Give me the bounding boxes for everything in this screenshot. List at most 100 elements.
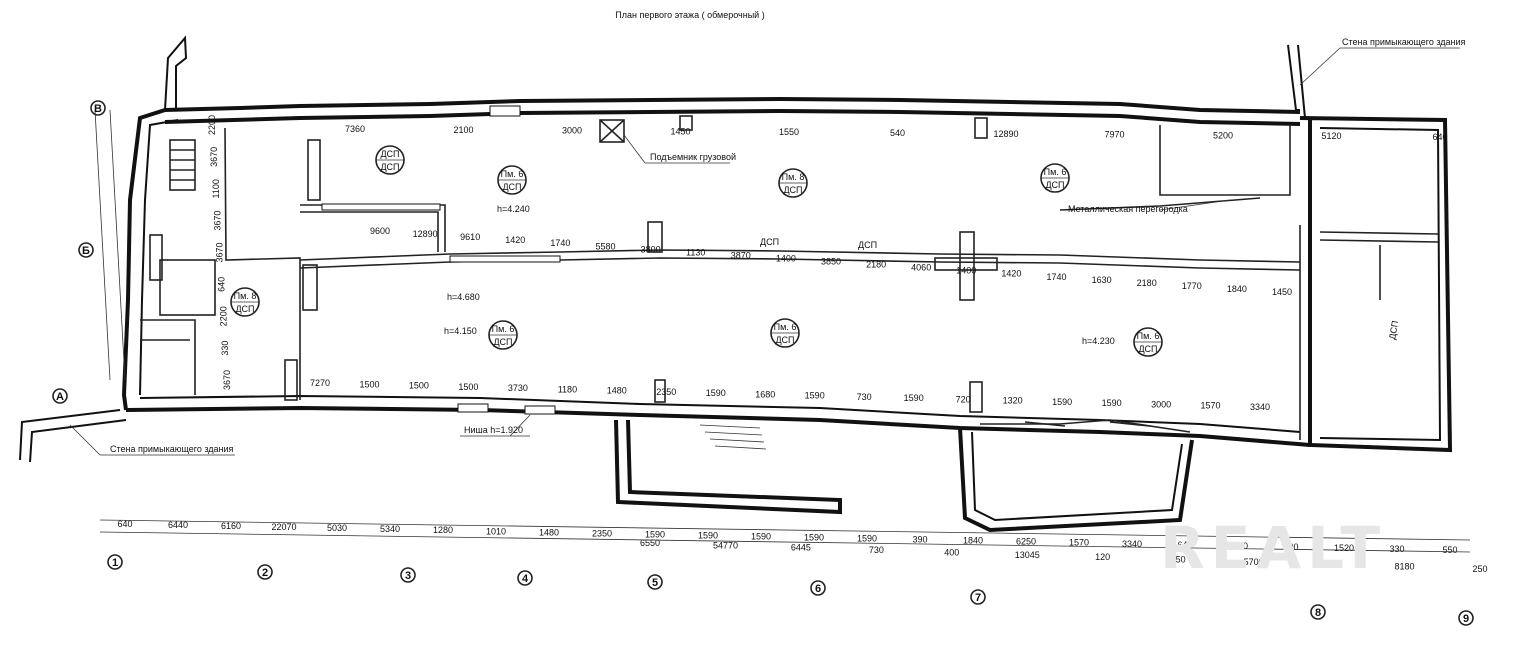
dimension-label: 3000	[562, 126, 582, 136]
svg-text:ДСП: ДСП	[380, 162, 399, 172]
axis-bubble	[970, 589, 986, 605]
room-marker: Пм. 8 ДСП	[778, 168, 808, 198]
dimension-label: 730	[869, 545, 884, 555]
svg-text:h=4.680: h=4.680	[447, 292, 480, 302]
dimension-label: 6550	[640, 538, 660, 548]
axis-bubble	[517, 570, 533, 586]
dimension-label: 1740	[550, 238, 570, 248]
svg-text:Пм. 8: Пм. 8	[782, 172, 805, 182]
dimension-label: 3670	[209, 147, 219, 167]
dimension-label: 5580	[595, 241, 615, 251]
axis-label: 5	[652, 577, 658, 589]
dimension-label: 8180	[1394, 562, 1414, 572]
dimension-label: 1100	[211, 179, 221, 198]
dimension-label: 2180	[1137, 278, 1157, 288]
svg-text:ДСП: ДСП	[858, 240, 877, 250]
dimension-label: 390	[912, 535, 927, 545]
svg-text:ДСП: ДСП	[775, 335, 794, 345]
dimension-label: 1480	[607, 386, 627, 396]
dimension-label: 1320	[1003, 396, 1023, 406]
dimension-label: 1520	[1334, 543, 1354, 553]
room-marker: Пм. 6 ДСП	[1040, 163, 1070, 193]
axis-label: 6	[815, 583, 821, 595]
svg-text:ДСП: ДСП	[760, 237, 779, 247]
axis-bubble	[52, 388, 68, 404]
svg-text:ДСП: ДСП	[235, 304, 254, 314]
dimension-label: 6160	[221, 521, 241, 531]
dimension-label: 5200	[1213, 130, 1233, 140]
dimension-label: 1630	[1092, 275, 1112, 285]
dimension-label: 540	[890, 128, 905, 138]
outer-walls	[19, 35, 1453, 533]
axis-label: 2	[262, 567, 268, 579]
dimension-label: 550	[1322, 559, 1337, 569]
dimension-label: 1590	[904, 393, 924, 403]
svg-text:ДСП: ДСП	[1045, 180, 1064, 190]
dimension-label: 1770	[1182, 281, 1202, 291]
axis-bubble	[400, 567, 416, 583]
adjacent-wall-right-label: Стена примыкающего здания	[1342, 37, 1466, 47]
axis-label: 7	[975, 592, 981, 604]
dimension-label: 2350	[656, 387, 676, 397]
room-marker: Пм. 6 ДСП	[1133, 327, 1163, 357]
dimension-label: 1590	[645, 529, 665, 539]
axis-label: 3	[405, 570, 411, 582]
dimension-label: 5120	[1321, 131, 1341, 141]
metal-partition-label: Металлическая перегородка	[1068, 204, 1188, 214]
dimension-label: 1590	[698, 530, 718, 540]
dimension-label: 12890	[993, 129, 1018, 139]
dimension-label: 1500	[359, 379, 379, 389]
dimension-label: 6250	[1016, 537, 1036, 547]
dimension-label: 1010	[486, 526, 506, 536]
dimension-label: 1400	[776, 253, 796, 263]
dimension-label: 1590	[706, 388, 726, 398]
watermark-logo: REALT	[1160, 514, 1386, 582]
svg-text:h=4.150: h=4.150	[444, 326, 477, 336]
svg-text:ДСП: ДСП	[380, 149, 399, 159]
dimension-label: 2100	[453, 125, 473, 135]
dimension-label: 730	[857, 392, 872, 402]
height-labels: h=4.240 h=4.680 h=4.150 h=4.230	[444, 204, 1115, 346]
dimension-label: 1590	[857, 534, 877, 544]
dimension-label: 3000	[1151, 400, 1171, 410]
axis-bubble	[90, 100, 106, 116]
svg-text:ДСП: ДСП	[493, 337, 512, 347]
dimension-label: 4060	[911, 263, 931, 273]
svg-text:ДСП: ДСП	[1387, 320, 1400, 341]
svg-text:ДСП: ДСП	[502, 182, 521, 192]
axis-label: В	[94, 103, 102, 115]
dimension-label: 1590	[1052, 397, 1072, 407]
dimension-label: 1740	[1046, 272, 1066, 282]
svg-text:ДСП: ДСП	[1138, 344, 1157, 354]
dimension-label: 700	[1283, 542, 1298, 552]
dimension-label: 3870	[731, 250, 751, 260]
dimension-label: 2180	[866, 260, 886, 270]
dimension-label: 1420	[505, 235, 525, 245]
dimension-label: 7970	[1104, 130, 1124, 140]
dimension-label: 7270	[310, 378, 330, 388]
svg-text:Пм. 6: Пм. 6	[1044, 167, 1067, 177]
dimension-label: 640	[1177, 540, 1192, 550]
dimension-label: 1180	[558, 384, 577, 394]
dimension-label: 1450	[1272, 287, 1292, 297]
dimension-label: 3850	[821, 257, 841, 267]
room-marker: ДСП ДСП	[375, 145, 405, 175]
dimension-label: 1590	[751, 532, 771, 542]
dimension-label: 2350	[592, 528, 612, 538]
dimension-label: 3670	[213, 211, 223, 231]
dimension-label: 54770	[713, 540, 738, 550]
freight-lift-label: Подъемник грузовой	[650, 152, 736, 162]
dimension-label: 5030	[327, 523, 347, 533]
svg-text:Пм. 6: Пм. 6	[774, 322, 797, 332]
axis-bubble	[1310, 604, 1326, 620]
dimension-label: 330	[1389, 544, 1404, 554]
axis-label: А	[56, 391, 64, 403]
dimension-label: 250	[1171, 555, 1186, 565]
axis-label: 4	[522, 573, 529, 585]
dimension-label: 640	[216, 277, 226, 292]
axis-bubble	[647, 574, 663, 590]
